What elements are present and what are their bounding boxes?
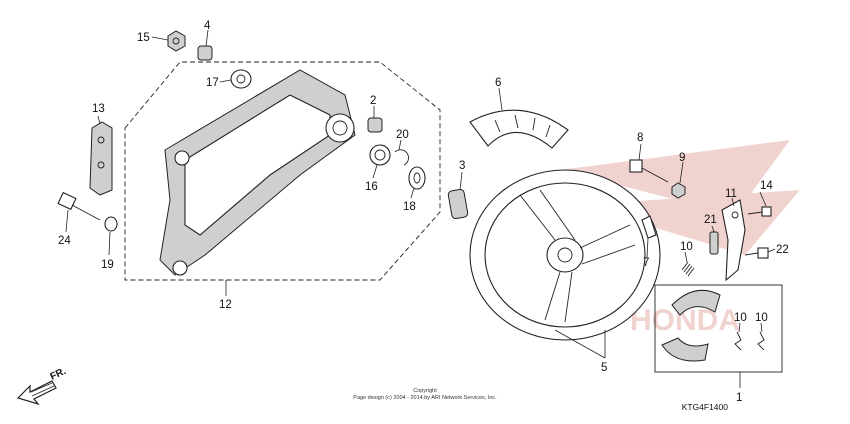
callout-20: 19 (101, 259, 114, 271)
copyright-line-1: Copyright (413, 388, 437, 394)
nut-16[interactable] (167, 30, 186, 52)
callout-18: 17 (206, 77, 219, 89)
bearing-18[interactable] (230, 69, 252, 89)
callout-9: 9 (679, 152, 685, 164)
plate-14[interactable] (89, 121, 113, 196)
spring-10b[interactable] (757, 331, 765, 351)
bolt-24[interactable] (57, 191, 101, 221)
brake-arm-11[interactable] (721, 199, 746, 282)
brake-shoe-group-box (654, 284, 783, 373)
callout-17: 16 (365, 181, 378, 193)
callout-21: 20 (396, 129, 409, 141)
callout-15: 14 (760, 180, 773, 192)
callout-labels: 15 4 17 13 24 19 12 2 20 16 18 3 6 8 9 1… (58, 20, 789, 404)
callout-24: 24 (58, 235, 71, 247)
callout-7: 7 (643, 257, 649, 269)
callout-16: 15 (137, 32, 150, 44)
wheel-5[interactable] (469, 169, 661, 341)
callout-14: 13 (92, 103, 105, 115)
swing-arm[interactable] (159, 69, 356, 276)
callout-5: 5 (601, 362, 607, 374)
svg-text:FR.: FR. (49, 366, 68, 383)
callout-13: 12 (219, 299, 232, 311)
bolt-8[interactable] (629, 159, 669, 183)
collar-4[interactable] (197, 45, 213, 61)
bearing-17[interactable] (369, 144, 391, 166)
indicator-22[interactable] (709, 231, 719, 255)
spring-10a[interactable] (734, 331, 742, 351)
bolt-23[interactable] (744, 247, 769, 259)
brake-shoe-1[interactable] (661, 289, 721, 362)
diagram-code: KTG4F1400 (681, 402, 728, 412)
callout-10b: 10 (755, 312, 768, 324)
callout-22: 21 (704, 214, 717, 226)
callout-12: 10 (680, 241, 693, 253)
collar-3[interactable] (447, 188, 469, 220)
callout-2: 2 (370, 95, 376, 107)
callout-10a: 10 (734, 312, 747, 324)
valve-7[interactable] (641, 215, 657, 239)
nut-9[interactable] (671, 182, 686, 199)
spring-12[interactable] (681, 261, 695, 277)
bolt-15[interactable] (747, 206, 772, 217)
callout-19: 18 (403, 201, 416, 213)
callout-3: 3 (459, 160, 465, 172)
circlip-21[interactable] (394, 149, 409, 166)
callout-23: 22 (776, 244, 789, 256)
callout-1: 1 (736, 392, 742, 404)
callout-8: 8 (637, 132, 643, 144)
copyright-line-2: Page design (c) 2004 - 2014 by ARI Netwo… (353, 395, 497, 401)
callout-11: 11 (725, 188, 737, 200)
callout-4: 4 (204, 20, 211, 32)
leader-lines (65, 29, 776, 388)
tire-6[interactable] (469, 109, 569, 149)
collar-2[interactable] (367, 117, 383, 133)
seal-19[interactable] (408, 166, 426, 190)
callout-6: 6 (495, 77, 501, 89)
washer-20[interactable] (104, 216, 118, 232)
